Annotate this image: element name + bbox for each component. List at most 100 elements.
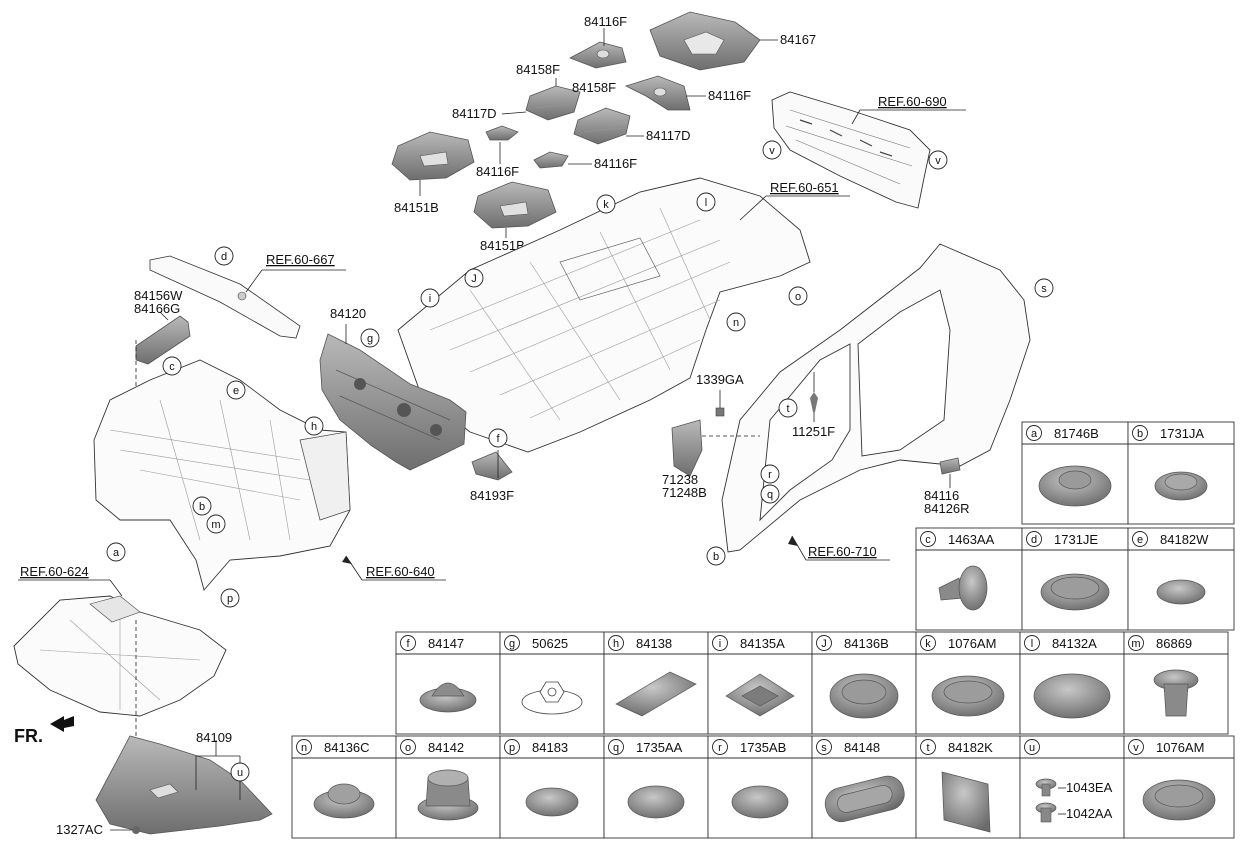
part-b-illustration [1154, 471, 1208, 501]
parts-cell-e-key: e [1132, 531, 1148, 547]
part-g-illustration [521, 681, 583, 715]
svg-text:n: n [301, 742, 307, 754]
callout-r-letter: r [768, 469, 772, 481]
callout-h[interactable]: h [304, 416, 324, 436]
callout-e[interactable]: e [226, 380, 246, 400]
ref-60-640[interactable]: REF.60-640 [366, 564, 435, 579]
callout-f[interactable]: f [488, 428, 508, 448]
parts-cell-o-number: 84142 [428, 740, 464, 755]
front-structure-outline [93, 359, 446, 591]
part-t-illustration [941, 771, 991, 833]
parts-cell-p-number: 84183 [532, 740, 568, 755]
parts-cell-d-key: d [1026, 531, 1042, 547]
pad-84117D-right [573, 107, 644, 145]
svg-text:d: d [1031, 534, 1037, 546]
part-h-illustration [615, 671, 697, 717]
svg-text:q: q [613, 742, 619, 754]
arrow-icon [50, 716, 74, 732]
svg-text:p: p [509, 742, 515, 754]
callout-k-letter: k [603, 199, 609, 211]
callout-i[interactable]: i [420, 288, 440, 308]
ref-60-624[interactable]: REF.60-624 [20, 564, 89, 579]
parts-cell-m-key: m [1128, 635, 1144, 651]
callout-q[interactable]: q [760, 484, 780, 504]
parts-cell-t-number: 84182K [948, 740, 993, 755]
pad-84116F-right [624, 75, 706, 111]
callout-b[interactable]: b [192, 496, 212, 516]
pad-84117D-left [501, 85, 581, 121]
part-u-lower-number: 1042AA [1066, 806, 1113, 821]
label-84126R: 84126R [924, 501, 970, 516]
ref-60-667[interactable]: REF.60-667 [266, 252, 335, 267]
part-s-illustration [824, 775, 905, 823]
callout-o[interactable]: o [788, 286, 808, 306]
parts-cell-r-number: 1735AB [740, 740, 786, 755]
ref-60-690[interactable]: REF.60-690 [878, 94, 947, 109]
svg-text:o: o [405, 742, 411, 754]
callout-g[interactable]: g [360, 328, 380, 348]
parts-cell-h-number: 84138 [636, 636, 672, 651]
svg-text:u: u [1029, 742, 1035, 754]
callout-p[interactable]: p [220, 588, 240, 608]
callout-b[interactable]: b [706, 546, 726, 566]
callout-i-letter: i [429, 293, 431, 305]
svg-text:J: J [821, 638, 827, 650]
label-84167: 84167 [780, 32, 816, 47]
parts-cell-e-number: 84182W [1160, 532, 1209, 547]
svg-text:s: s [821, 742, 827, 754]
callout-l[interactable]: l [696, 192, 716, 212]
parts-cell-e: e 84182W [1127, 527, 1235, 631]
parts-cell-n-number: 84136C [324, 740, 370, 755]
part-J-illustration [829, 673, 899, 719]
part-r-illustration [731, 785, 789, 819]
parts-cell-s-number: 84148 [844, 740, 880, 755]
callout-c[interactable]: c [162, 356, 182, 376]
part-v-illustration [1142, 779, 1216, 821]
pad-84116F-small1 [485, 125, 519, 164]
ref-60-710[interactable]: REF.60-710 [808, 544, 877, 559]
callout-n[interactable]: n [726, 312, 746, 332]
callout-s[interactable]: s [1034, 278, 1054, 298]
parts-cell-J-number: 84136B [844, 636, 889, 651]
callout-n-letter: n [733, 317, 739, 329]
part-k-illustration [931, 675, 1005, 717]
label-84116F-small2: 84116F [594, 156, 637, 171]
label-84120: 84120 [330, 306, 366, 321]
callout-q-letter: q [767, 489, 773, 501]
callout-r[interactable]: r [760, 464, 780, 484]
label-84156W: 84156W [134, 288, 183, 303]
floor-pan-outline [397, 177, 850, 453]
callout-k[interactable]: k [596, 194, 616, 214]
parts-cell-f-key: f [400, 635, 416, 651]
parts-cell-l-number: 84132A [1052, 636, 1097, 651]
parts-cell-b-number: 1731JA [1160, 426, 1204, 441]
pad-84167 [649, 11, 778, 71]
svg-text:m: m [1131, 638, 1140, 650]
callout-v-letter: v [769, 145, 775, 157]
svg-text:h: h [613, 638, 619, 650]
callout-d[interactable]: d [214, 246, 234, 266]
svg-text:t: t [926, 742, 929, 754]
callout-v[interactable]: v [928, 150, 948, 170]
callout-v[interactable]: v [762, 140, 782, 160]
callout-m[interactable]: m [206, 514, 226, 534]
svg-text:c: c [925, 534, 931, 546]
callout-u[interactable]: u [230, 762, 250, 782]
parts-cell-a-number: 81746B [1054, 426, 1099, 441]
callout-J[interactable]: J [464, 268, 484, 288]
callout-t[interactable]: t [778, 398, 798, 418]
callout-s-letter: s [1041, 283, 1047, 295]
pad-84116F-top [569, 28, 627, 69]
callout-a[interactable]: a [106, 542, 126, 562]
ref-60-651[interactable]: REF.60-651 [770, 180, 839, 195]
